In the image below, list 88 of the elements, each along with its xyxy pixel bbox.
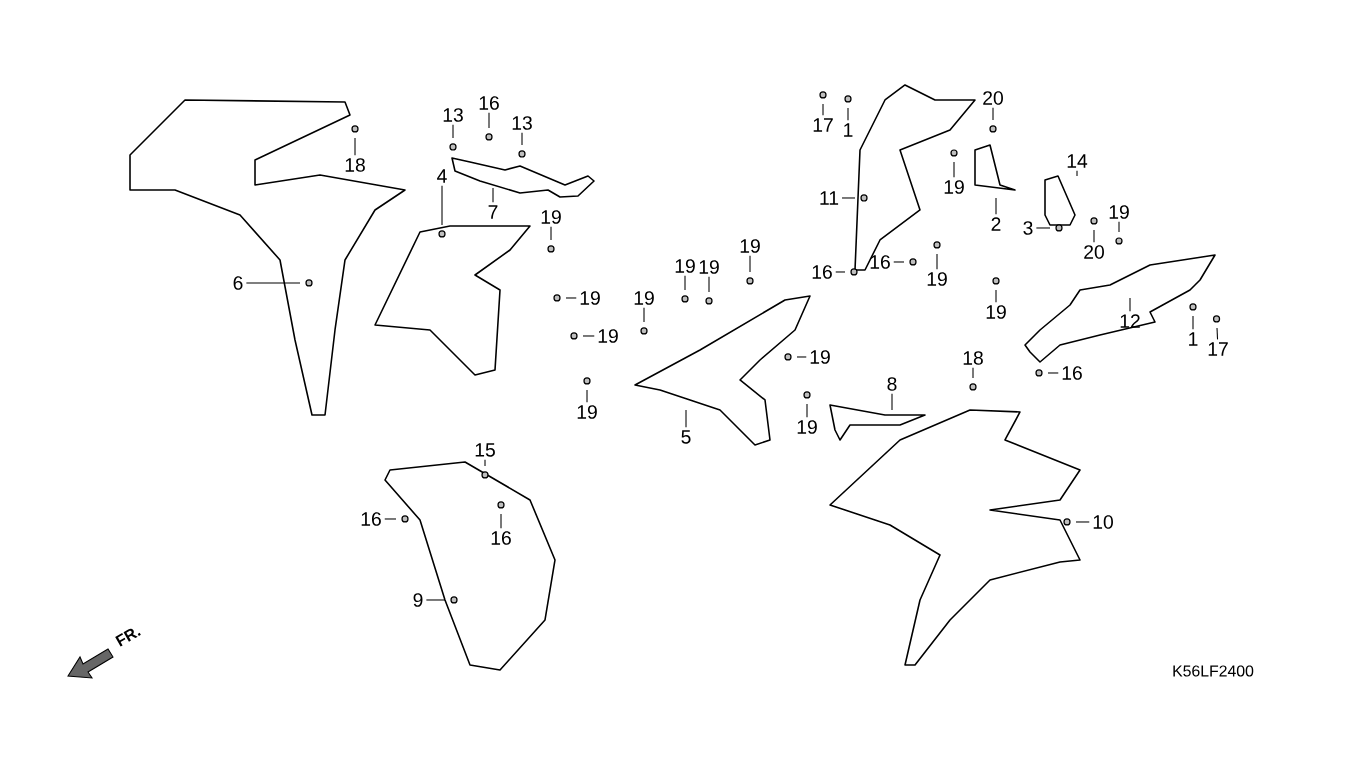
- callout-number: 16: [361, 512, 381, 526]
- leader-line: [452, 124, 454, 139]
- callout-number: 2: [991, 217, 1001, 231]
- callout-number: 8: [887, 377, 897, 391]
- callout-number: 15: [475, 443, 495, 457]
- leader-line: [1076, 170, 1078, 177]
- callout-number: 18: [963, 351, 983, 365]
- callout-number: 11: [820, 191, 839, 205]
- callout-number: 13: [512, 116, 532, 130]
- callout-number: 9: [413, 593, 423, 607]
- leader-line: [1129, 297, 1131, 312]
- leader-line: [841, 197, 856, 199]
- leader-line: [492, 187, 494, 203]
- leader-line: [1075, 521, 1090, 523]
- callout-number: 14: [1067, 154, 1088, 168]
- callout-number: 3: [1023, 221, 1033, 235]
- leader-line: [1047, 372, 1059, 374]
- callout-number: 10: [1093, 515, 1113, 529]
- leader-line: [891, 393, 893, 411]
- callout-number: 16: [479, 96, 499, 110]
- leader-line: [488, 112, 490, 129]
- callout-number: 12: [1120, 314, 1140, 328]
- callout-number: 16: [1062, 366, 1082, 380]
- leader-line: [685, 409, 687, 428]
- callout-number: 13: [443, 108, 463, 122]
- callout-number: 19: [598, 329, 618, 343]
- callout-number: 17: [1208, 342, 1228, 356]
- callout-number: 1: [1189, 332, 1198, 346]
- callout-number: 19: [1109, 205, 1129, 219]
- callout-number: 19: [699, 260, 719, 274]
- leader-line: [1216, 327, 1219, 340]
- leader-line: [847, 107, 849, 121]
- leader-line: [441, 185, 443, 226]
- leader-line: [1093, 229, 1095, 243]
- leader-line: [484, 459, 486, 467]
- callout-number: 16: [870, 255, 890, 269]
- callout-number: 17: [813, 118, 833, 132]
- callout-number: 20: [983, 91, 1003, 105]
- leader-line: [500, 513, 502, 529]
- callout-number: 16: [491, 531, 511, 545]
- callout-number: 19: [634, 291, 654, 305]
- leader-line: [936, 253, 938, 270]
- leader-line: [521, 132, 523, 146]
- callout-number: 19: [675, 259, 695, 273]
- leader-line: [796, 356, 807, 358]
- leader-line: [643, 307, 645, 323]
- leader-line: [822, 103, 824, 116]
- callout-number: 19: [740, 239, 760, 253]
- leader-line: [582, 335, 595, 337]
- callout-number: 18: [345, 158, 365, 172]
- leader-line: [972, 367, 974, 379]
- callout-number: 1: [844, 123, 853, 137]
- leader-line: [1192, 315, 1194, 330]
- leader-line: [995, 197, 997, 215]
- leader-line: [550, 226, 552, 241]
- leader-line: [425, 599, 446, 601]
- leader-line: [384, 518, 397, 520]
- callout-number: 5: [681, 430, 691, 444]
- callout-number: 20: [1084, 245, 1104, 259]
- leader-line: [684, 275, 686, 291]
- leader-line: [835, 271, 846, 273]
- leader-line: [749, 255, 751, 273]
- leader-line: [995, 289, 997, 303]
- leader-line: [586, 389, 588, 403]
- direction-label: FR.: [115, 628, 141, 647]
- drawing-code: K56LF2400: [1173, 665, 1254, 677]
- leader-line: [1118, 221, 1120, 233]
- leader-line: [893, 261, 905, 263]
- callout-number: 19: [944, 180, 964, 194]
- callout-number: 19: [797, 420, 817, 434]
- callout-number: 19: [986, 305, 1006, 319]
- leader-line: [354, 137, 356, 156]
- callout-number: 4: [437, 169, 447, 183]
- callout-number: 19: [577, 405, 597, 419]
- callout-number: 19: [541, 210, 561, 224]
- callout-number: 7: [488, 205, 498, 219]
- callout-number: 19: [580, 291, 600, 305]
- leader-line: [953, 161, 955, 178]
- callout-number: 6: [233, 276, 243, 290]
- callout-number: 16: [812, 265, 832, 279]
- leader-line: [708, 276, 710, 293]
- leader-line: [992, 107, 994, 121]
- leader-line: [806, 403, 808, 418]
- callout-number: 19: [810, 350, 830, 364]
- leader-line: [1035, 227, 1051, 229]
- leader-line: [245, 282, 301, 284]
- leader-line: [565, 297, 577, 299]
- callout-number: 19: [927, 272, 947, 286]
